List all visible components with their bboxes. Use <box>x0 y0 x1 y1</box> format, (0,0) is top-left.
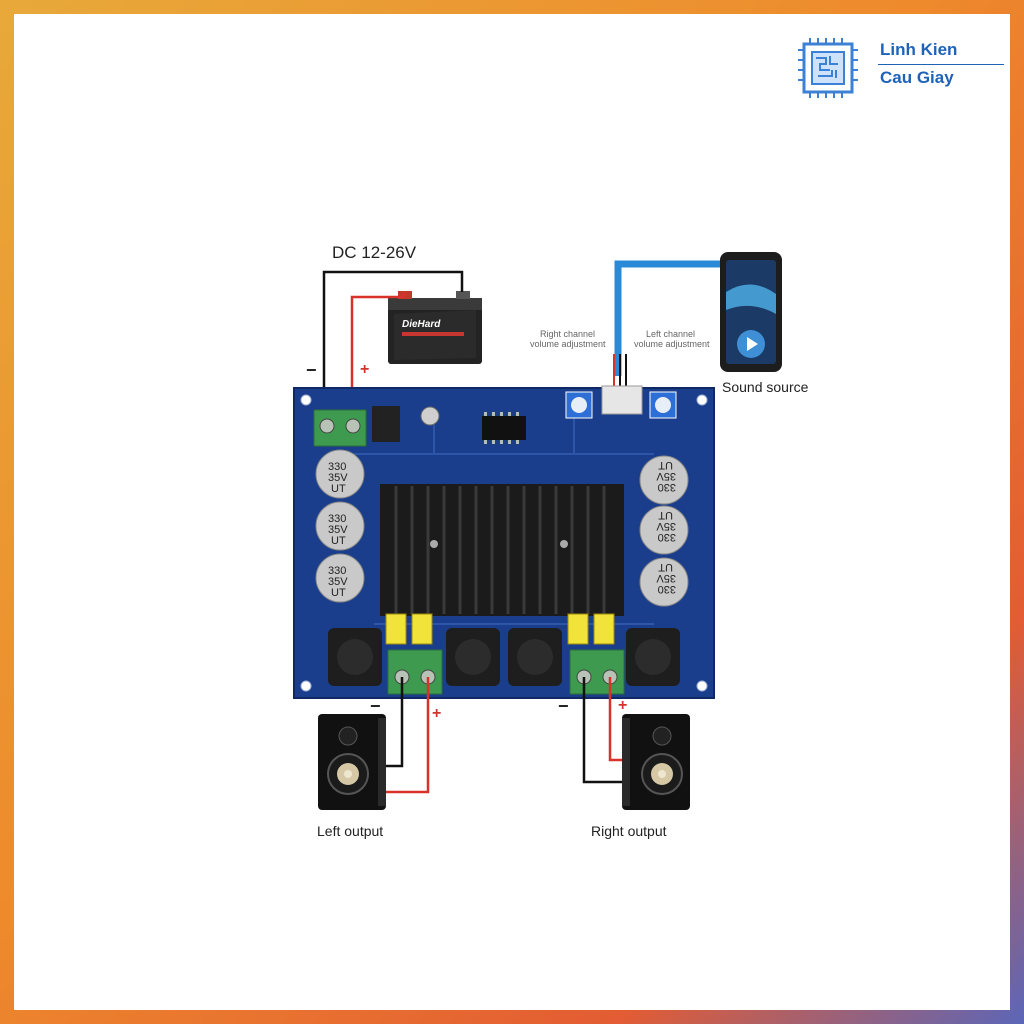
power-minus: − <box>306 360 317 380</box>
capacitor-left-1: 330 35V UT <box>315 449 365 499</box>
power-wire-positive <box>350 292 406 422</box>
right-speaker-icon <box>622 714 690 810</box>
right-output-minus: − <box>558 696 569 716</box>
svg-text:35V: 35V <box>328 472 348 484</box>
battery-icon: DieHard <box>388 291 482 364</box>
svg-text:35V: 35V <box>328 524 348 536</box>
right-wire-negative <box>582 677 624 784</box>
svg-text:35V: 35V <box>656 572 676 584</box>
svg-text:35V: 35V <box>328 576 348 588</box>
svg-text:330: 330 <box>658 481 676 493</box>
svg-text:330: 330 <box>658 583 676 595</box>
left-output-label: Left output <box>317 823 383 839</box>
svg-text:330: 330 <box>658 531 676 543</box>
brand-name-line2: Cau Giay <box>880 68 954 87</box>
svg-text:330: 330 <box>328 461 346 473</box>
left-volume-label-2: volume adjustment <box>634 339 710 349</box>
battery-brand: DieHard <box>402 319 441 330</box>
wiring-diagram: DC 12-26V DieHard − + Sound source <box>293 243 809 839</box>
right-volume-label-2: volume adjustment <box>530 339 606 349</box>
power-label: DC 12-26V <box>332 243 417 262</box>
svg-text:UT: UT <box>331 483 346 495</box>
svg-text:330: 330 <box>328 513 346 525</box>
chip-logo-icon <box>798 38 858 98</box>
power-wire-negative <box>322 270 464 422</box>
svg-text:UT: UT <box>331 535 346 547</box>
phone-icon <box>720 252 782 372</box>
svg-text:UT: UT <box>331 587 346 599</box>
amplifier-board <box>293 385 715 699</box>
svg-text:UT: UT <box>658 561 673 573</box>
brand-divider <box>878 64 1004 65</box>
right-output-label: Right output <box>591 823 667 839</box>
right-output-plus: + <box>618 697 627 714</box>
right-volume-label-1: Right channel <box>540 329 595 339</box>
svg-text:35V: 35V <box>656 470 676 482</box>
svg-text:330: 330 <box>328 565 346 577</box>
left-wire-positive <box>374 677 430 794</box>
left-output-minus: − <box>370 696 381 716</box>
sound-source-label: Sound source <box>722 379 809 395</box>
brand-name-line1: Linh Kien <box>880 40 958 59</box>
brand-logo: Linh Kien Cau Giay <box>796 36 1006 100</box>
capacitor-right-3: 330 35V UT <box>639 557 689 607</box>
svg-text:UT: UT <box>658 459 673 471</box>
right-wire-positive <box>608 677 624 762</box>
audio-cable <box>614 260 720 376</box>
canvas: Linh Kien Cau Giay DC 12-26V DieHard − + <box>14 14 1010 1010</box>
power-plus: + <box>360 361 369 378</box>
svg-text:35V: 35V <box>656 520 676 532</box>
capacitor-right-1: 330 35V UT <box>639 455 689 505</box>
capacitor-right-2: 330 35V UT <box>639 505 689 555</box>
capacitor-left-2: 330 35V UT <box>315 501 365 551</box>
svg-text:UT: UT <box>658 509 673 521</box>
left-speaker-icon <box>318 714 386 810</box>
left-volume-label-1: Left channel <box>646 329 695 339</box>
left-output-plus: + <box>432 705 441 722</box>
capacitor-left-3: 330 35V UT <box>315 553 365 603</box>
